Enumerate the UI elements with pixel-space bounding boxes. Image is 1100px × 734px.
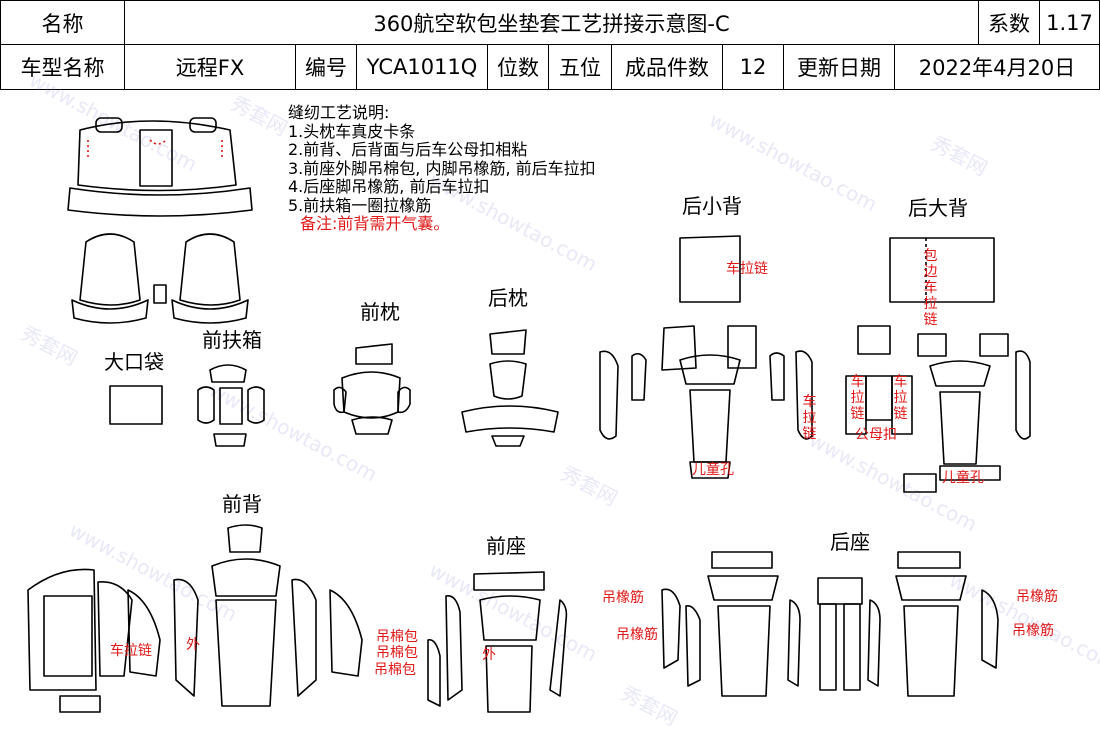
label-rear-small-back: 后小背 <box>682 194 742 218</box>
rear-seat-pieces <box>661 551 999 697</box>
annotation-outer: 外 <box>482 647 496 663</box>
annotation-zipper-vertical: 车拉链 <box>850 374 865 422</box>
annotation-cotton-bag: 吊棉包 <box>374 662 416 678</box>
coef-value: 1.17 <box>1039 0 1100 45</box>
note-item: 4.后座脚吊橡筋, 前后车拉扣 <box>288 177 490 196</box>
pocket-panel <box>109 385 163 425</box>
label-big-pocket: 大口袋 <box>104 350 164 374</box>
note-item: 1.头枕车真皮卡条 <box>288 121 416 141</box>
model-value: 远程FX <box>124 44 296 90</box>
annotation-zipper-vertical: 车拉链 <box>893 374 908 422</box>
name-label: 名称 <box>0 0 125 45</box>
front-back-pieces <box>27 524 363 713</box>
seats-value: 五位 <box>548 44 612 90</box>
seats-label: 位数 <box>487 44 549 90</box>
code-value: YCA1011Q <box>356 44 488 90</box>
label-front-seat: 前座 <box>486 534 526 558</box>
front-armrest-pieces <box>197 364 265 447</box>
annotation-cotton-bag: 吊棉包 <box>376 629 418 645</box>
front-seat-pieces <box>427 571 568 713</box>
coef-label: 系数 <box>978 0 1040 45</box>
date-value: 2022年4月20日 <box>894 44 1100 90</box>
rear-bench-illustration <box>67 117 253 217</box>
notes-title: 缝纫工艺说明: <box>288 103 390 122</box>
label-rear-big-back: 后大背 <box>908 196 968 220</box>
annotation-zipper: 车拉链 <box>110 643 152 659</box>
rear-headrest-pieces <box>461 329 559 447</box>
code-label: 编号 <box>295 44 357 90</box>
model-label: 车型名称 <box>0 44 125 90</box>
label-rear-seat: 后座 <box>830 530 870 554</box>
annotation-edge-zipper: 包边车拉链 <box>923 248 938 328</box>
annotation-rubber-band: 吊橡筋 <box>616 627 658 643</box>
front-seats-illustration <box>71 233 249 324</box>
annotation-child-hole: 儿童孔 <box>942 470 984 486</box>
label-front-headrest: 前枕 <box>360 300 400 324</box>
annotation-zipper: 车拉链 <box>726 261 768 277</box>
note-item: 3.前座外脚吊棉包, 内脚吊橡筋, 前后车拉扣 <box>288 158 596 178</box>
rear-big-back-pieces <box>845 237 1031 493</box>
annotation-cotton-bag: 吊棉包 <box>376 645 418 661</box>
annotation-outer: 外 <box>186 637 200 653</box>
label-rear-headrest: 后枕 <box>488 286 528 310</box>
annotation-zipper-vertical: 车拉链 <box>802 394 817 442</box>
annotation-rubber-band: 吊橡筋 <box>1016 589 1058 605</box>
note-item: 2.前背、后背面与后车公母扣相粘 <box>288 140 528 159</box>
notes-remark: 备注:前背需开气囊。 <box>300 214 450 233</box>
annotation-male-female-buckle: 公母扣 <box>855 427 897 443</box>
rear-small-back-pieces <box>599 235 813 479</box>
label-front-back: 前背 <box>222 492 262 516</box>
annotation-rubber-band: 吊橡筋 <box>1012 623 1054 639</box>
annotation-child-hole: 儿童孔 <box>692 462 734 478</box>
spec-header-table: 名称 360航空软包坐垫套工艺拼接示意图-C 系数 1.17 车型名称 远程FX… <box>0 0 1100 90</box>
annotation-rubber-band: 吊橡筋 <box>602 590 644 606</box>
label-front-armrest: 前扶箱 <box>202 328 262 352</box>
front-headrest-pieces <box>333 343 411 435</box>
date-label: 更新日期 <box>783 44 895 90</box>
note-item: 5.前扶箱一圈拉橡筋 <box>288 195 432 215</box>
sewing-notes: 缝纫工艺说明: 1.头枕车真皮卡条 2.前背、后背面与后车公母扣相粘 3.前座外… <box>288 103 596 234</box>
